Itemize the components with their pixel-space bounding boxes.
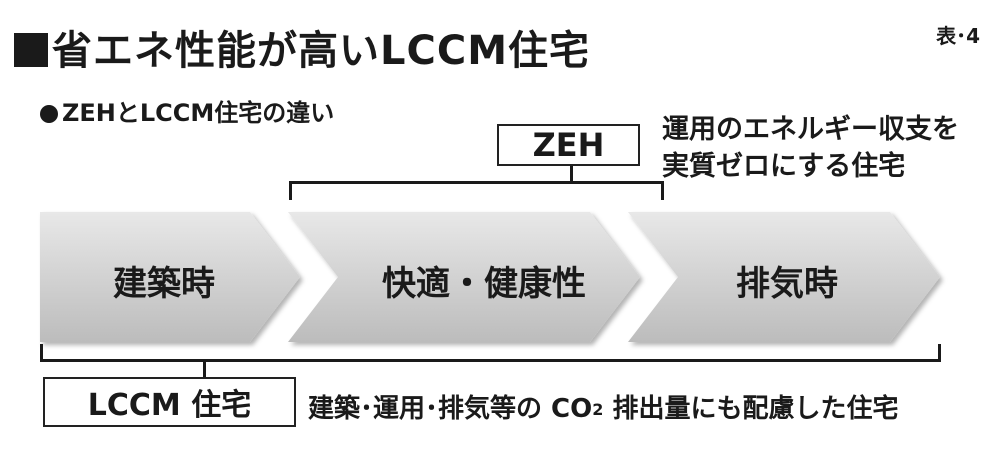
stage-arrow-comfort xyxy=(288,212,640,342)
lccm-bracket-bar xyxy=(40,359,941,362)
stage-arrow-construction xyxy=(40,212,300,342)
page-title: 省エネ性能が高いLCCM住宅 xyxy=(14,18,590,76)
zeh-description-line1: 運用のエネルギー収支を xyxy=(662,114,959,145)
lccm-bracket-stem xyxy=(203,359,206,378)
lccm-label-box: LCCM 住宅 xyxy=(43,377,296,427)
lccm-bracket-left-tick xyxy=(40,344,43,361)
zeh-label-box: ZEH xyxy=(497,124,640,166)
section-subtitle-text: ZEHとLCCM住宅の違い xyxy=(62,99,335,127)
stage-label-disposal: 排気時 xyxy=(736,264,838,304)
page-title-text: 省エネ性能が高いLCCM住宅 xyxy=(52,28,591,74)
circle-bullet-icon xyxy=(40,105,58,123)
stage-arrow-disposal xyxy=(628,212,940,342)
lccm-description: 建築･運用･排気等の CO2 排出量にも配慮した住宅 xyxy=(308,388,898,425)
zeh-bracket-right-tick xyxy=(661,181,664,200)
square-bullet-icon xyxy=(14,33,48,67)
zeh-bracket-left-tick xyxy=(289,181,292,200)
lccm-bracket-right-tick xyxy=(938,344,941,361)
zeh-description-line2: 実質ゼロにする住宅 xyxy=(662,151,906,182)
lccm-description-post: 排出量にも配慮した住宅 xyxy=(603,394,899,424)
figure-tag: 表･4 xyxy=(936,24,980,48)
section-subtitle: ZEHとLCCM住宅の違い xyxy=(40,93,334,128)
stage-label-construction: 建築時 xyxy=(113,264,215,304)
lccm-description-pre: 建築･運用･排気等の CO xyxy=(308,394,593,424)
lccm-description-subscript: 2 xyxy=(592,400,604,419)
zeh-bracket-bar xyxy=(289,181,664,184)
stage-label-comfort: 快適・健康性 xyxy=(382,264,586,304)
zeh-bracket-stem xyxy=(570,166,573,183)
zeh-description: 運用のエネルギー収支を 実質ゼロにする住宅 xyxy=(662,111,982,185)
